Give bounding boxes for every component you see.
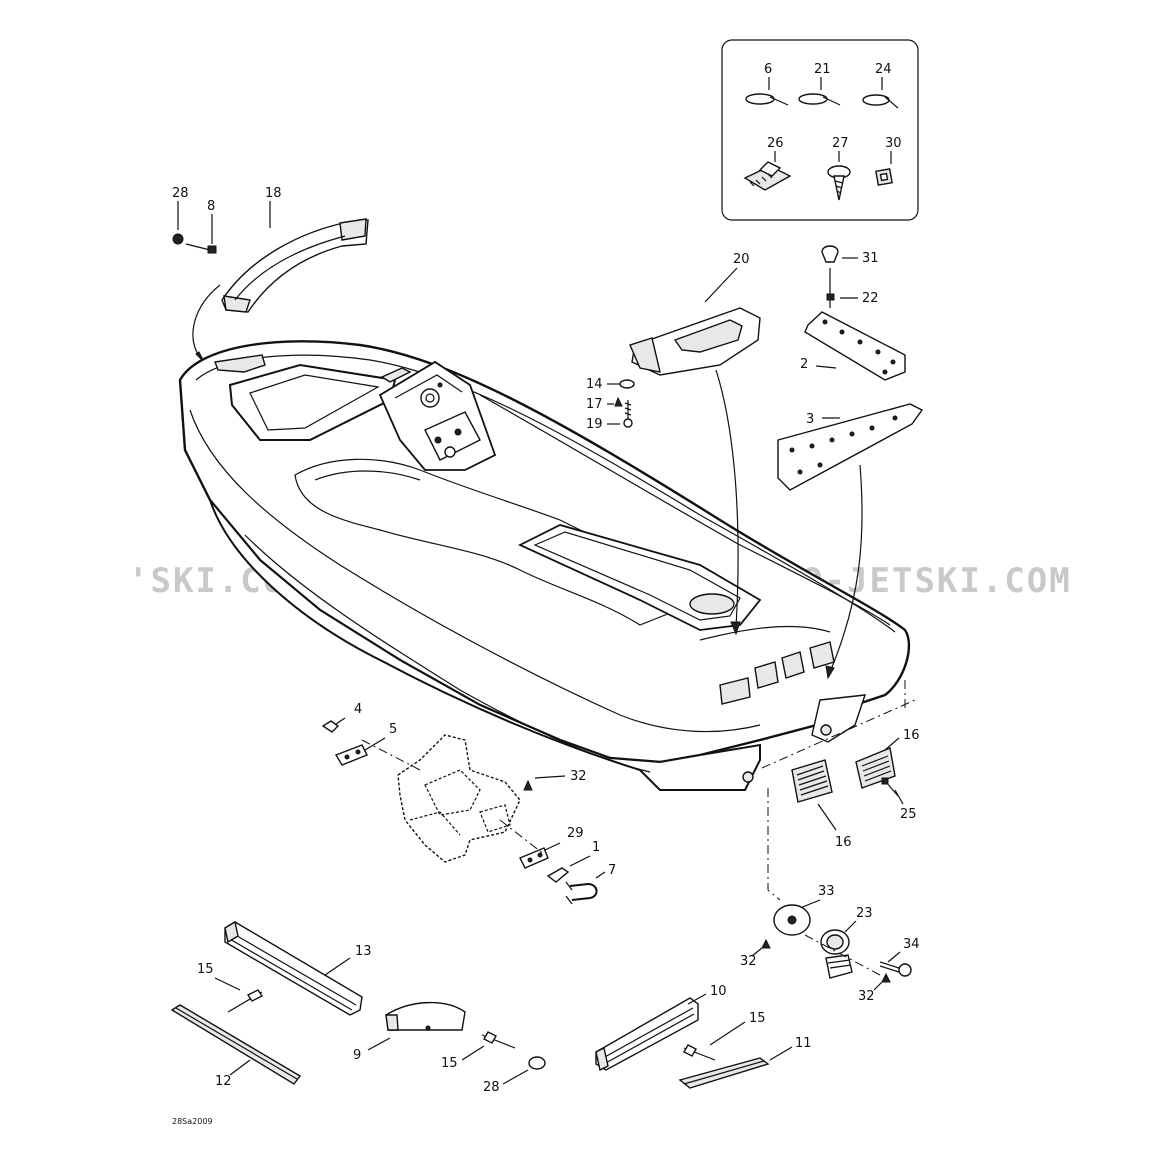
hull-body <box>178 340 911 791</box>
cap-icon <box>528 1056 546 1070</box>
callout-10: 10 <box>710 984 727 999</box>
callout-33: 33 <box>818 884 835 899</box>
callout-11: 11 <box>795 1036 812 1051</box>
callout-9: 9 <box>353 1048 361 1063</box>
callout-7: 7 <box>608 863 616 878</box>
nut-icon <box>761 938 771 949</box>
callout-2: 2 <box>800 357 808 372</box>
grab-handle-part <box>221 218 369 313</box>
rivet-icon <box>185 243 211 251</box>
washer-icon <box>619 379 635 389</box>
callout-34: 34 <box>903 937 920 952</box>
clamp-icon <box>546 867 570 883</box>
u-bolt-icon <box>565 881 598 905</box>
parts-box-frame <box>721 39 919 221</box>
callout-31: 31 <box>862 251 879 266</box>
part-label-6: 6 <box>764 62 772 77</box>
callout-15-right: 15 <box>749 1011 766 1026</box>
callout-32-lower-left: 32 <box>740 954 757 969</box>
callout-16-upper: 16 <box>903 728 920 743</box>
strip-11-part <box>678 1057 770 1089</box>
callout-5: 5 <box>389 722 397 737</box>
cover-plate-part <box>629 307 761 376</box>
pump-support-part <box>397 734 521 863</box>
callout-8: 8 <box>207 199 215 214</box>
callout-15-left: 15 <box>197 962 214 977</box>
pad-16-upper <box>855 747 896 789</box>
nut-icon <box>881 972 891 983</box>
callout-3: 3 <box>806 412 814 427</box>
callout-22: 22 <box>862 291 879 306</box>
drain-plug-icon <box>820 929 853 979</box>
callout-23: 23 <box>856 906 873 921</box>
callout-16-lower: 16 <box>835 835 852 850</box>
callout-19: 19 <box>586 417 603 432</box>
callout-4: 4 <box>354 702 362 717</box>
part-label-30: 30 <box>885 136 902 151</box>
pad-16-lower <box>791 759 833 803</box>
part-label-27: 27 <box>832 136 849 151</box>
nut-icon <box>614 396 623 407</box>
callout-13: 13 <box>355 944 372 959</box>
callout-14: 14 <box>586 377 603 392</box>
screw-icon <box>827 165 851 201</box>
plate-3-part <box>777 403 924 491</box>
callout-20: 20 <box>733 252 750 267</box>
plate-29-icon <box>519 847 549 869</box>
cable-tie-icon <box>745 93 789 106</box>
part-label-21: 21 <box>814 62 831 77</box>
clip-icon <box>743 161 792 191</box>
callout-18: 18 <box>265 186 282 201</box>
nut-icon <box>523 779 533 791</box>
plate-2-part <box>804 311 906 381</box>
strip-12-part <box>170 1004 302 1085</box>
callout-28-top: 28 <box>172 186 189 201</box>
part-label-24: 24 <box>875 62 892 77</box>
bracket-plate-icon <box>334 744 368 766</box>
screw-icon <box>879 961 912 977</box>
callout-12: 12 <box>215 1074 232 1089</box>
small-parts-box: 6 21 24 26 27 30 <box>721 39 919 221</box>
bumper-9-part <box>385 1001 466 1031</box>
callout-15-middle: 15 <box>441 1056 458 1071</box>
cable-tie-icon <box>798 93 841 106</box>
callout-1: 1 <box>592 840 600 855</box>
callout-17: 17 <box>586 397 603 412</box>
callout-32-lower-right: 32 <box>858 989 875 1004</box>
nut-icon <box>321 720 340 733</box>
square-nut-icon <box>875 168 893 186</box>
cable-tie-icon <box>862 94 899 109</box>
rail-13-part <box>224 920 363 1016</box>
rail-10-part <box>595 997 699 1072</box>
part-label-26: 26 <box>767 136 784 151</box>
callout-32-middle: 32 <box>570 769 587 784</box>
cap-icon <box>821 245 839 263</box>
reference-code: 28Sa2009 <box>172 1117 213 1126</box>
callout-28-bottom: 28 <box>483 1080 500 1095</box>
callout-29: 29 <box>567 826 584 841</box>
nut-icon <box>172 233 184 245</box>
callout-25: 25 <box>900 807 917 822</box>
